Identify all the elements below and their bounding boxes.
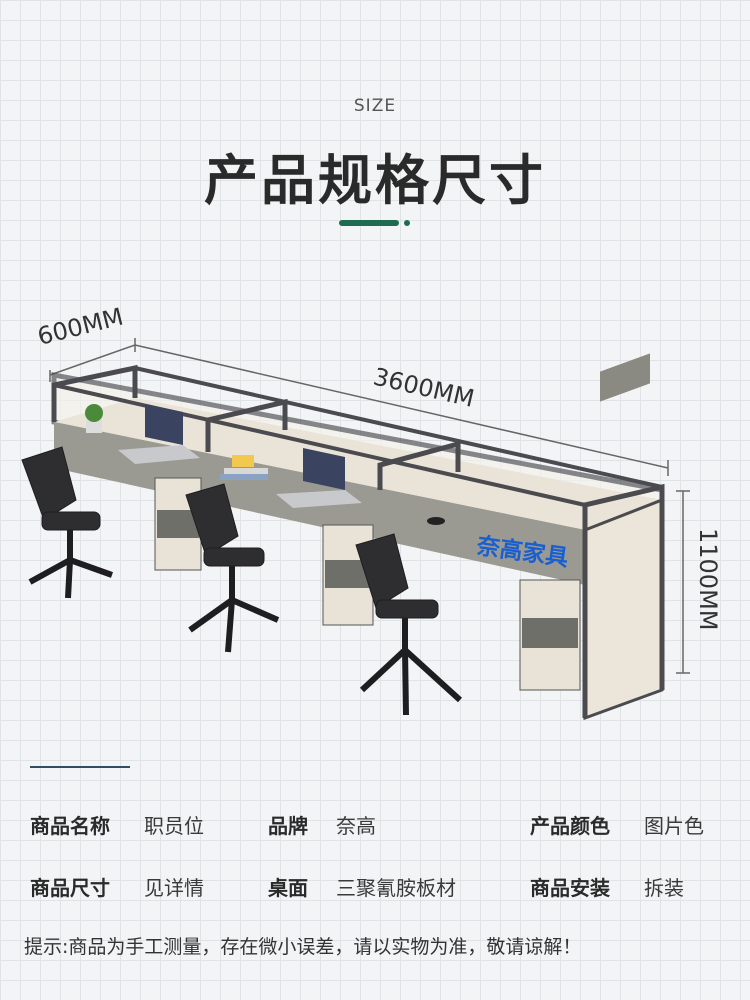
books [220,455,268,480]
spec-label: 商品尺寸 [30,876,110,900]
depth-dimension: 600MM [35,303,126,351]
cup [427,517,445,525]
spec-value: 三聚氰胺板材 [336,876,456,900]
plant [85,404,103,433]
header: SIZE 产品规格尺寸 [0,0,750,240]
office-chair [185,483,280,653]
title-underline [339,220,399,226]
drawer-pedestal [519,579,581,691]
specs-divider [30,766,130,768]
dimension-lines [49,338,690,674]
spec-value: 拆装 [644,876,684,900]
spec-value: 图片色 [644,814,704,838]
spec-label: 产品颜色 [530,814,610,838]
laptop [118,404,200,464]
spec-label: 桌面 [268,876,308,900]
length-dimension: 3600MM [371,363,477,413]
spec-label: 商品名称 [30,814,110,838]
laptop [276,448,362,508]
office-chair [21,446,114,599]
spec-value: 奈高 [336,814,376,838]
measurement-note: 提示:商品为手工测量，存在微小误差，请以实物为准，敬请谅解！ [24,936,582,958]
spec-value: 职员位 [144,814,204,838]
spec-label: 品牌 [268,814,308,838]
drawer-pedestal [322,524,374,626]
workstation-illustration: 600MM 3600MM 1100MM [21,303,722,721]
drawer-pedestal [154,477,202,571]
title-underline-dot [404,220,410,226]
office-chair [355,533,463,716]
spec-value: 见详情 [144,876,204,900]
section-subtitle: SIZE [353,96,397,116]
spec-label: 商品安装 [530,876,610,900]
section-title: 产品规格尺寸 [204,149,546,212]
height-dimension: 1100MM [694,528,722,631]
